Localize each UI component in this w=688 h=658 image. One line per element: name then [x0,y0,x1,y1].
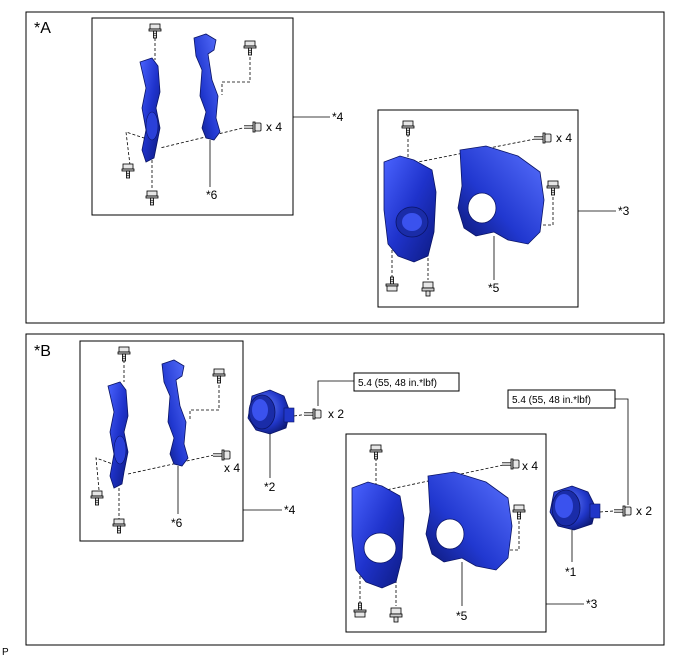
inner-box-b-left [79,340,244,542]
footer-mark: P [2,647,9,658]
bracket-b-left [107,381,129,489]
bolt-count-b-left: x 4 [224,461,240,475]
panel-b-tag: *B [34,343,51,360]
panel-a-tag: *A [34,20,51,37]
garnish-left [383,155,437,263]
bracket-right [193,33,221,141]
torque-box-left [353,372,460,392]
torque-spec-right: 5.4 (55, 48 in.*lbf) [512,395,591,406]
garnish-b-left [351,481,405,589]
ref-label-b-5: *5 [456,609,468,623]
ref-label-b-1: *1 [565,565,577,579]
bracket-left [139,57,161,163]
bolt-count-b-center: x 4 [522,459,538,473]
ref-label-5: *5 [488,281,500,295]
dashed-leaders-b-left [95,360,220,520]
ref-label-3: *3 [618,204,630,218]
inner-box-left [91,17,294,216]
ref-label-4: *4 [332,110,344,124]
inner-box-right [377,109,579,308]
garnish-right [457,145,545,245]
garnish-b-right [425,471,513,571]
panel-b: *B x 4 *6 *4 [25,333,665,646]
fog-lamp-1 [549,485,601,531]
ref-label-b-4: *4 [284,503,296,517]
fog-lamp-2 [247,389,295,435]
panel-b-frame [25,333,665,646]
ref-label-b-3: *3 [586,597,598,611]
bolt-count-lamp1: x 2 [636,504,652,518]
inner-box-b-center [345,433,547,633]
bolt-count-left: x 4 [266,120,282,134]
ref-label-6: *6 [206,188,218,202]
panel-a-frame [25,11,665,324]
torque-spec-left: 5.4 (55, 48 in.*lbf) [358,378,437,389]
ref-label-b-6: *6 [171,516,183,530]
bracket-b-right [161,359,189,467]
panel-a: *A x 4 *6 *4 [25,11,665,324]
dashed-leaders-a-left [125,38,251,190]
bolt-count-lamp2: x 2 [328,407,344,421]
bolt-count-right: x 4 [556,131,572,145]
ref-label-b-2: *2 [264,480,276,494]
